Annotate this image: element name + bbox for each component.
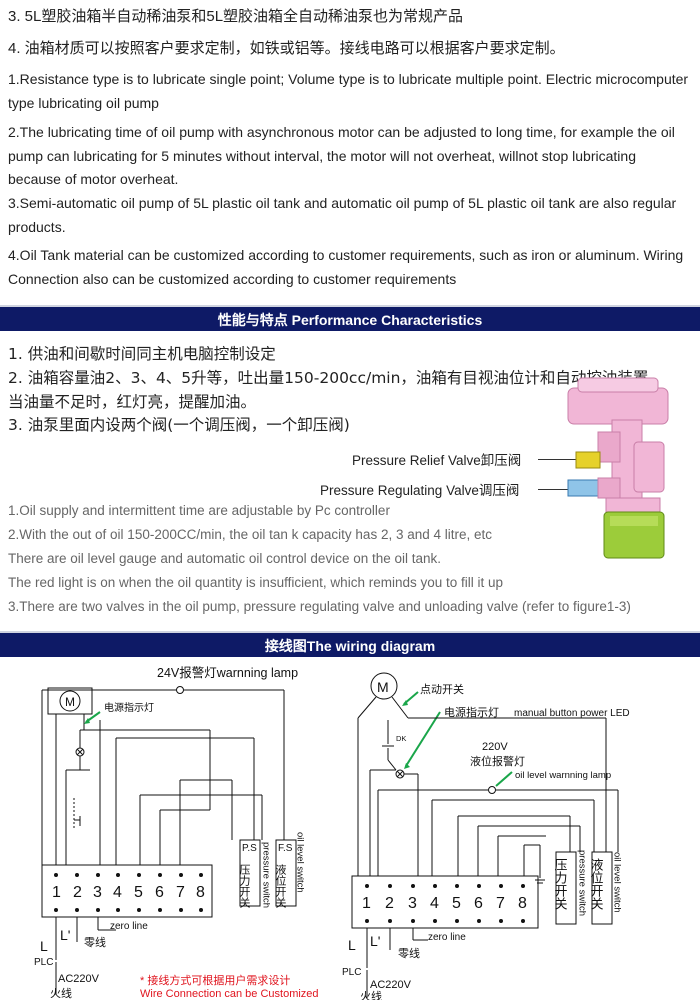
- right-pressure-switch-cn: 压力开关: [553, 858, 568, 910]
- left-terminal-2: 2: [73, 884, 82, 901]
- ac-label: AC220V: [58, 973, 100, 985]
- left-terminal-block: [41, 864, 213, 918]
- motor-box: [47, 687, 93, 715]
- right-warning-cn: 液位报警灯: [470, 754, 525, 768]
- intro-cn-item-3: 3. 5L塑胶油箱半自动稀油泵和5L塑胶油箱全自动稀油泵也为常规产品: [8, 8, 464, 25]
- performance-cn-item-1: 1. 供油和间歇时间同主机电脑控制设定: [8, 345, 276, 363]
- left-terminal-numbers: 1 2 3 4 5 6 7 8: [52, 884, 205, 901]
- pressure-regulating-valve-label: Pressure Regulating Valve调压阀: [320, 483, 520, 498]
- right-power-indicator-cn: 电源指示灯: [444, 705, 499, 719]
- left-terminal-1: 1: [52, 884, 61, 901]
- right-motor-symbol: M: [377, 679, 389, 695]
- zero-line-en: zero line: [110, 921, 148, 932]
- right-terminal-1: 1: [362, 895, 371, 912]
- right-motor-icon: [370, 672, 398, 700]
- wiring-section-header: 接线图The wiring diagram: [0, 631, 700, 657]
- performance-en-item-3: 3.There are two valves in the oil pump, …: [8, 599, 631, 614]
- motor-symbol: M: [65, 695, 75, 709]
- right-warning-voltage: 220V: [482, 741, 508, 753]
- right-terminal-block: [351, 875, 539, 929]
- level-switch-box: [275, 839, 297, 907]
- right-ac-label: AC220V: [370, 979, 412, 991]
- performance-cn-item-2-cont: 当油量不足时，红灯亮，提醒加油。: [8, 393, 257, 411]
- right-power-indicator-en: manual button power LED: [514, 708, 630, 719]
- warning-lamp-icon: [176, 686, 184, 694]
- zero-line-cn: 零线: [84, 935, 106, 949]
- plc-label: PLC: [34, 957, 53, 968]
- motor-icon: [59, 690, 81, 712]
- relief-valve-leader-line: [538, 459, 576, 460]
- fire-line-label: 火线: [50, 986, 72, 1000]
- performance-cn-item-3: 3. 油泵里面内设两个阀(一个调压阀，一个卸压阀): [8, 416, 350, 434]
- right-level-switch-box: [591, 851, 613, 925]
- intro-cn-item-4: 4. 油箱材质可以按照客户要求定制，如铁或铝等。接线电路可以根据客户要求定制。: [8, 40, 565, 57]
- performance-section-header: 性能与特点 Performance Characteristics: [0, 305, 700, 331]
- level-switch-en: oil level switch: [295, 832, 306, 893]
- right-level-switch-cn: 液位开关: [589, 858, 604, 910]
- right-terminal-7: 7: [496, 895, 505, 912]
- right-terminal-5: 5: [452, 895, 461, 912]
- right-pressure-switch-en: pressure switch: [577, 850, 588, 916]
- right-level-switch-en: oil level switch: [612, 852, 623, 913]
- ps-label: P.S: [242, 843, 257, 854]
- intro-en-paragraph-3: 3.Semi-automatic oil pump of 5L plastic …: [8, 195, 677, 235]
- left-terminal-8: 8: [196, 884, 205, 901]
- right-warning-en: oil level warnning lamp: [515, 770, 611, 781]
- right-zero-line-cn: 零线: [398, 946, 420, 960]
- left-terminal-6: 6: [155, 884, 164, 901]
- level-switch-cn: 液位开关: [274, 863, 287, 909]
- right-warning-lamp-icon: [488, 786, 496, 794]
- right-l-label: L: [348, 937, 356, 953]
- pressure-switch-box: [239, 839, 261, 907]
- wiring-note-cn: * 接线方式可根据用户需求设计: [140, 973, 290, 987]
- warning-lamp-label: 24V报警灯warnning lamp: [157, 665, 298, 680]
- performance-en-item-2-cont: There are oil level gauge and automatic …: [8, 551, 442, 566]
- left-terminal-4: 4: [113, 884, 122, 901]
- right-terminal-8: 8: [518, 895, 527, 912]
- right-terminal-numbers: 1 2 3 4 5 6 7 8: [362, 895, 527, 912]
- pressure-relief-valve-label: Pressure Relief Valve卸压阀: [352, 453, 522, 468]
- left-terminal-3: 3: [93, 884, 102, 901]
- right-zero-line-en: zero line: [428, 932, 466, 943]
- pressure-switch-cn: 压力开关: [238, 864, 251, 909]
- right-terminal-2: 2: [385, 895, 394, 912]
- dk-label: DK: [396, 734, 406, 743]
- right-terminal-4: 4: [430, 895, 439, 912]
- performance-cn-item-2: 2. 油箱容量油2、3、4、5升等，吐出量150-200cc/min，油箱有目视…: [8, 369, 664, 387]
- pressure-switch-en: pressure switch: [261, 842, 272, 908]
- regulating-valve-leader-line: [538, 489, 568, 490]
- power-indicator-label: 电源指示灯: [104, 701, 154, 714]
- right-pressure-switch-box: [555, 851, 577, 925]
- jog-switch-label: 点动开关: [420, 682, 464, 696]
- right-plc-label: PLC: [342, 967, 361, 978]
- right-l-prime-label: L': [370, 933, 380, 949]
- intro-en-paragraph-2: 2.The lubricating time of oil pump with …: [8, 124, 675, 187]
- fs-label: F.S: [278, 843, 293, 854]
- performance-en-item-2-cont-2: The red light is on when the oil quantit…: [8, 575, 504, 590]
- wiring-note-en: Wire Connection can be Customized: [140, 988, 319, 1000]
- intro-en-paragraph-1: 1.Resistance type is to lubricate single…: [8, 71, 689, 111]
- l-prime-label: L': [60, 927, 70, 943]
- performance-en-item-2: 2.With the out of oil 150-200CC/min, the…: [8, 527, 493, 542]
- right-terminal-3: 3: [408, 895, 417, 912]
- left-terminal-7: 7: [176, 884, 185, 901]
- performance-en-item-1: 1.Oil supply and intermittent time are a…: [8, 503, 390, 518]
- l-label: L: [40, 938, 48, 954]
- left-terminal-5: 5: [134, 884, 143, 901]
- right-fire-line-label: 火线: [360, 989, 382, 1000]
- right-terminal-6: 6: [474, 895, 483, 912]
- intro-en-paragraph-4: 4.Oil Tank material can be customized ac…: [8, 247, 684, 287]
